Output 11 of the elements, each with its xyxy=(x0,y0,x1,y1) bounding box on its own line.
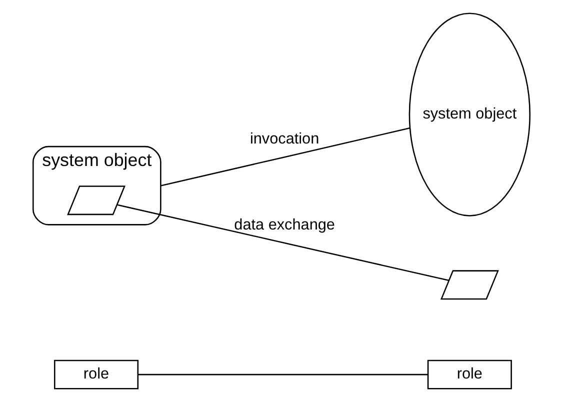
edge-label: data exchange xyxy=(234,216,335,234)
node-box: role xyxy=(54,360,139,390)
node-parallelogram xyxy=(440,270,499,300)
connector xyxy=(116,204,449,282)
edge-label: invocation xyxy=(250,130,320,148)
node-parallelogram xyxy=(67,186,126,216)
node-box: role xyxy=(427,360,512,390)
connector xyxy=(160,127,410,186)
node-ellipse: system object xyxy=(408,12,531,216)
connector xyxy=(138,374,428,376)
cluster: system object xyxy=(32,146,162,226)
